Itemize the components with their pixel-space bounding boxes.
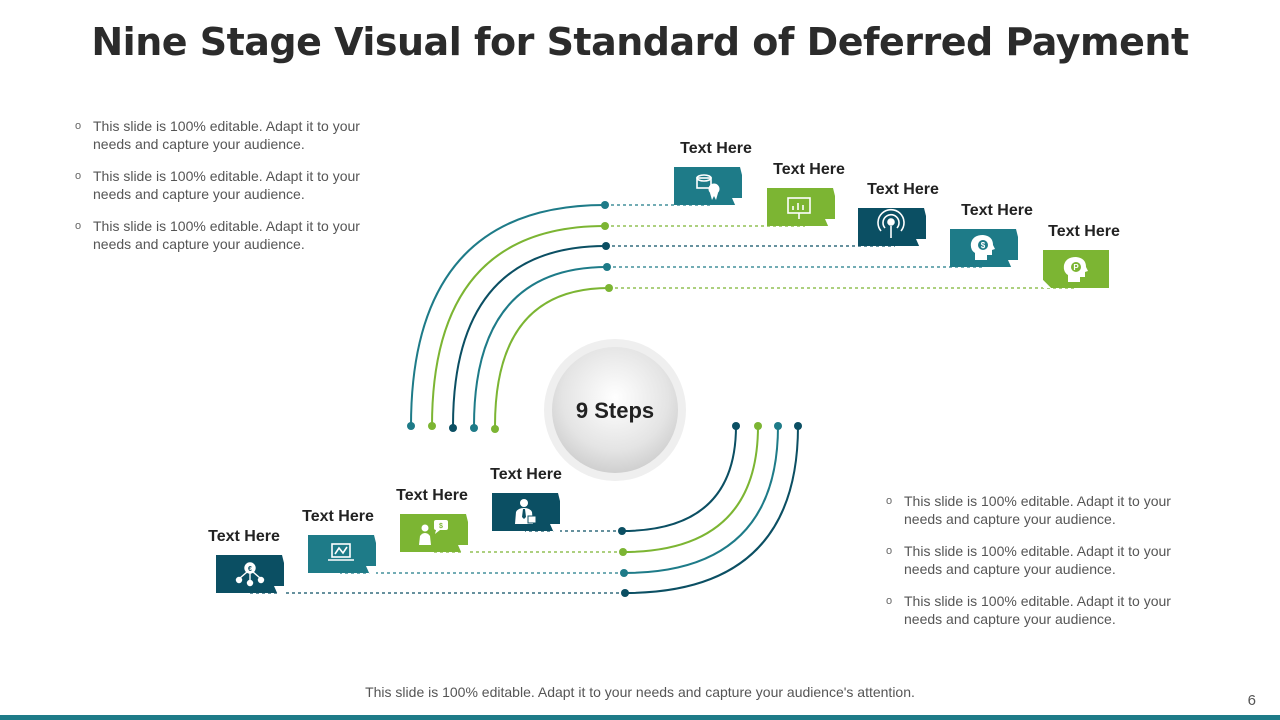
dot bbox=[407, 422, 415, 430]
bottom-accent-bar bbox=[0, 715, 1280, 720]
bullet-list-top-left: This slide is 100% editable. Adapt it to… bbox=[75, 117, 375, 267]
svg-text:P: P bbox=[1073, 263, 1079, 272]
step-label: Text Here bbox=[961, 202, 1033, 219]
page-number: 6 bbox=[1247, 692, 1256, 709]
head-dollar-icon: $ bbox=[970, 235, 995, 260]
step-6: Text Here bbox=[490, 466, 562, 533]
bullet-list-bottom-right: This slide is 100% editable. Adapt it to… bbox=[886, 492, 1186, 642]
arc-7 bbox=[622, 425, 759, 553]
dot bbox=[621, 589, 629, 597]
arc-4 bbox=[473, 266, 608, 427]
step-badge bbox=[400, 514, 468, 552]
step-8: Text Here bbox=[302, 508, 376, 575]
upper-dots bbox=[407, 201, 613, 433]
step-label: Text Here bbox=[867, 181, 939, 198]
dot bbox=[603, 263, 611, 271]
upper-connectors bbox=[605, 204, 1075, 289]
euro-network-icon: € bbox=[235, 562, 265, 587]
bullet-item: This slide is 100% editable. Adapt it to… bbox=[75, 117, 375, 153]
step-label: Text Here bbox=[208, 528, 280, 545]
arc-5 bbox=[494, 287, 610, 427]
dot bbox=[605, 284, 613, 292]
dot bbox=[491, 425, 499, 433]
step-badge bbox=[858, 208, 926, 246]
step-label: Text Here bbox=[680, 140, 752, 157]
presentation-chart-icon bbox=[787, 197, 811, 219]
dot bbox=[620, 569, 628, 577]
certificate-database-icon bbox=[696, 174, 720, 200]
dot bbox=[470, 424, 478, 432]
arc-2 bbox=[431, 225, 606, 427]
dot bbox=[449, 424, 457, 432]
dot bbox=[732, 422, 740, 430]
dot bbox=[794, 422, 802, 430]
upper-arcs bbox=[410, 204, 610, 427]
dot bbox=[774, 422, 782, 430]
bullet-item: This slide is 100% editable. Adapt it to… bbox=[75, 167, 375, 203]
idea-broadcast-icon bbox=[877, 208, 905, 238]
step-badge bbox=[767, 188, 835, 226]
step-4: Text Here $ bbox=[950, 202, 1033, 269]
center-circle: 9 Steps bbox=[544, 339, 686, 481]
step-5: Text Here P bbox=[1043, 223, 1120, 288]
slide-title: Nine Stage Visual for Standard of Deferr… bbox=[91, 20, 1189, 64]
businessman-icon bbox=[515, 499, 537, 524]
arc-3 bbox=[452, 245, 607, 427]
arc-9 bbox=[624, 425, 799, 594]
arc-8 bbox=[623, 425, 779, 574]
svg-text:€: € bbox=[248, 566, 252, 573]
person-dollar-speech-icon: $ bbox=[419, 520, 448, 545]
lower-dots bbox=[618, 422, 802, 597]
head-coin-icon: P bbox=[1063, 257, 1088, 282]
arc-6 bbox=[621, 425, 737, 532]
svg-text:$: $ bbox=[981, 241, 986, 250]
dot bbox=[602, 242, 610, 250]
lower-arcs bbox=[621, 425, 799, 594]
step-2: Text Here bbox=[767, 161, 845, 228]
step-label: Text Here bbox=[396, 487, 468, 504]
step-7: Text Here $ bbox=[396, 487, 468, 554]
step-badge bbox=[308, 535, 376, 573]
svg-text:$: $ bbox=[439, 523, 443, 530]
bullet-item: This slide is 100% editable. Adapt it to… bbox=[75, 217, 375, 253]
step-9: Text Here € bbox=[208, 528, 284, 595]
dot bbox=[619, 548, 627, 556]
dot bbox=[618, 527, 626, 535]
step-1: Text Here bbox=[674, 140, 752, 207]
dot bbox=[601, 222, 609, 230]
bullet-item: This slide is 100% editable. Adapt it to… bbox=[886, 592, 1186, 628]
laptop-chart-icon bbox=[328, 543, 354, 561]
step-label: Text Here bbox=[490, 466, 562, 483]
dot bbox=[754, 422, 762, 430]
step-3: Text Here bbox=[858, 181, 939, 248]
step-label: Text Here bbox=[302, 508, 374, 525]
bullet-item: This slide is 100% editable. Adapt it to… bbox=[886, 492, 1186, 528]
bullet-item: This slide is 100% editable. Adapt it to… bbox=[886, 542, 1186, 578]
center-label: 9 Steps bbox=[576, 398, 654, 423]
step-label: Text Here bbox=[1048, 223, 1120, 240]
dot bbox=[428, 422, 436, 430]
step-label: Text Here bbox=[773, 161, 845, 178]
arc-1 bbox=[410, 204, 606, 427]
footer-note: This slide is 100% editable. Adapt it to… bbox=[365, 684, 915, 700]
dot bbox=[601, 201, 609, 209]
step-badge bbox=[674, 167, 742, 205]
